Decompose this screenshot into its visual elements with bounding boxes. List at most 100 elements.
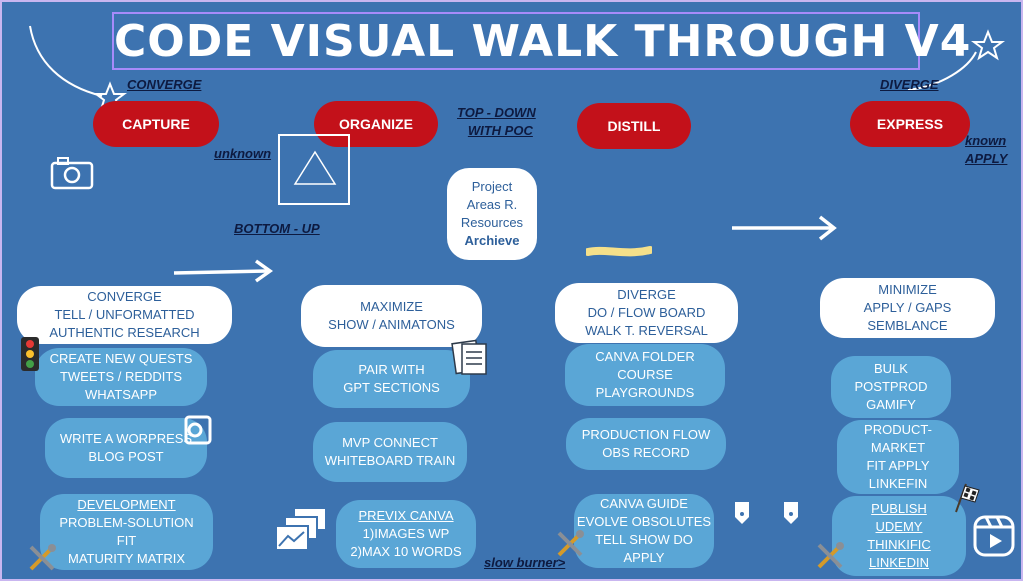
col3-header: DIVERGE DO / FLOW BOARD WALK T. REVERSAL [555,283,738,343]
camera-icon [50,157,94,190]
node-line: MARKET [870,440,926,455]
tools-icon [557,530,584,557]
node-line: WHITEBOARD TRAIN [324,453,456,468]
video-reel-icon [973,515,1015,557]
node-line: CREATE NEW QUESTS [49,351,193,366]
bookmark-icon [784,502,798,524]
node-line: COURSE [617,367,673,382]
node-line: LINKEFIN [868,476,928,491]
para-box: Project Areas R. Resources Archieve [447,168,537,260]
node-line: EVOLVE OBSOLUTES [576,514,712,529]
col2-node-previx[interactable]: PREVIX CANVA 1)IMAGES WP 2)MAX 10 WORDS [336,500,476,568]
checkered-flag-icon [955,483,980,513]
col1-header-line: AUTHENTIC RESEARCH [49,325,200,340]
known-label: known [965,133,1007,148]
tools-icon [29,544,56,571]
node-line: GAMIFY [866,397,916,412]
node-line: PRODUCTION FLOW [581,427,711,442]
node-line: POSTPROD [854,379,928,394]
slow-burner-label: slow burner> [484,555,566,570]
node-line: PLAYGROUNDS [595,385,695,400]
col2-header: MAXIMIZE SHOW / ANIMATONS [301,285,482,347]
col4-header-line: MINIMIZE [878,282,937,297]
node-line: PAIR WITH [358,362,425,377]
node-line: MVP CONNECT [342,435,438,450]
col3-node-production[interactable]: PRODUCTION FLOW OBS RECORD [566,418,726,470]
page-title: CODE VISUAL WALK THROUGH V4 [112,12,970,70]
col2-header-line: SHOW / ANIMATONS [328,317,455,332]
node-line: FIT APPLY [866,458,930,473]
node-line: TWEETS / REDDITS [59,369,183,384]
top-down-line-2: WITH POC [467,123,533,138]
highlight-stroke-icon [586,246,652,257]
image-stack-icon [275,507,327,551]
para-item: Project [471,179,513,194]
col3-header-line: WALK T. REVERSAL [585,323,708,338]
para-item: Areas R. [466,197,518,212]
col1-header: CONVERGE TELL / UNFORMATTED AUTHENTIC RE… [17,286,232,344]
para-item: Archieve [464,233,520,248]
traffic-light-icon [21,337,39,371]
apply-label: APPLY [965,151,1008,166]
arrow-right-icon [732,215,837,241]
bookmark-icon [735,502,749,524]
node-line: PUBLISH [871,501,927,516]
node-line: BULK [874,361,908,376]
node-line: UDEMY [875,519,923,534]
triangle-square-icon [278,134,350,205]
node-line: LINKEDIN [869,555,929,570]
col3-header-line: DIVERGE [617,287,676,302]
col1-node-quests[interactable]: CREATE NEW QUESTS TWEETS / REDDITS WHATS… [35,348,207,406]
col3-node-canva-guide[interactable]: CANVA GUIDE EVOLVE OBSOLUTES TELL SHOW D… [574,494,714,568]
col4-header-line: SEMBLANCE [867,318,948,333]
node-line: GPT SECTIONS [343,380,440,395]
node-line: DEVELOPMENT [77,497,176,512]
col4-node-product-market[interactable]: PRODUCT- MARKET FIT APPLY LINKEFIN [837,420,959,494]
top-down-label: TOP - DOWN WITH POC [457,104,536,140]
arrow-right-icon [173,259,274,283]
node-line: PROBLEM-SOLUTION [59,515,194,530]
node-line: WRITE A WORPRESS [59,431,193,446]
node-line: 1)IMAGES WP [362,526,450,541]
wordpress-icon [184,415,212,445]
node-line: TELL SHOW DO [595,532,693,547]
capture-pill[interactable]: CAPTURE [93,101,219,147]
bottom-up-label: BOTTOM - UP [234,221,320,236]
col4-header-line: APPLY / GAPS [863,300,952,315]
organize-pill[interactable]: ORGANIZE [314,101,438,147]
col3-header-line: DO / FLOW BOARD [587,305,706,320]
known-apply-label: known APPLY [965,132,1007,168]
col1-node-development[interactable]: DEVELOPMENT PROBLEM-SOLUTION FIT MATURIT… [40,494,213,570]
distill-pill[interactable]: DISTILL [577,103,691,149]
node-line: APPLY [623,550,665,565]
diverge-label: DIVERGE [880,77,939,92]
col2-header-line: MAXIMIZE [360,299,423,314]
col4-node-publish[interactable]: PUBLISH UDEMY THINKIFIC LINKEDIN [832,496,966,576]
unknown-label: unknown [214,146,272,161]
converge-label: CONVERGE [127,77,202,92]
col4-header: MINIMIZE APPLY / GAPS SEMBLANCE [820,278,995,338]
node-line: 2)MAX 10 WORDS [350,544,462,559]
col4-node-bulk[interactable]: BULK POSTPROD GAMIFY [831,356,951,418]
col2-node-mvp[interactable]: MVP CONNECT WHITEBOARD TRAIN [313,422,467,482]
para-item: Resources [460,215,524,230]
node-line: BLOG POST [88,449,164,464]
col1-header-line: TELL / UNFORMATTED [54,307,195,322]
node-line: PRODUCT- [864,422,932,437]
express-pill[interactable]: EXPRESS [850,101,970,147]
node-line: THINKIFIC [867,537,931,552]
col1-header-line: CONVERGE [87,289,162,304]
node-line: CANVA GUIDE [600,496,688,511]
col2-node-pair[interactable]: PAIR WITH GPT SECTIONS [313,350,470,408]
node-line: CANVA FOLDER [595,349,695,364]
node-line: FIT [116,533,137,548]
col3-node-canva-folder[interactable]: CANVA FOLDER COURSE PLAYGROUNDS [565,344,725,406]
col1-node-blog[interactable]: WRITE A WORPRESS BLOG POST [45,418,207,478]
swoosh-star-right-icon [907,29,1005,91]
document-icon [451,339,487,375]
node-line: WHATSAPP [85,387,157,402]
top-down-line-1: TOP - DOWN [457,105,536,120]
node-line: MATURITY MATRIX [68,551,185,566]
tools-icon [817,542,844,569]
